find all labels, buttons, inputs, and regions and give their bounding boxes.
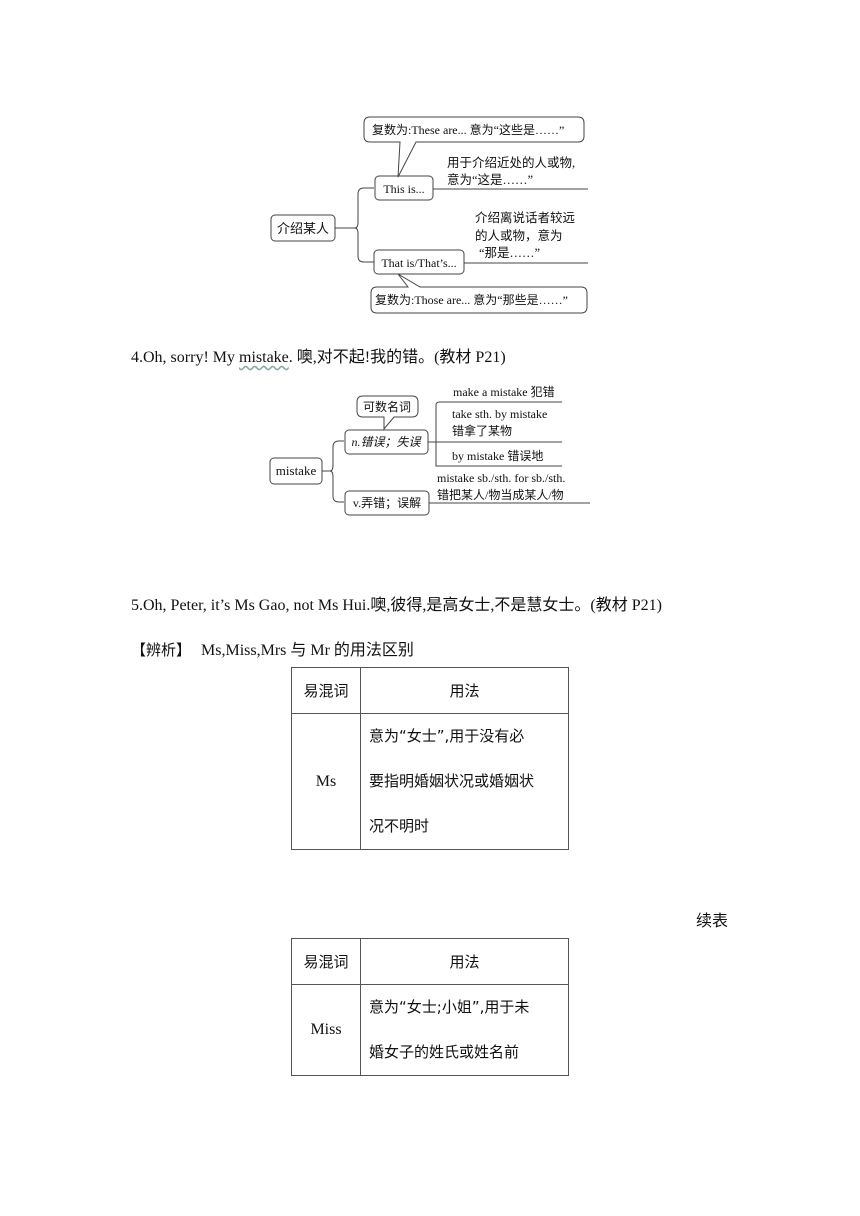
this-note-1: 用于介绍近处的人或物, — [447, 155, 575, 170]
that-note-2: 的人或物，意为 — [475, 228, 563, 243]
item-4-underlined-word: mistake — [239, 349, 289, 366]
usage-cell-miss: 意为“女士;小姐”,用于未 婚女子的姓氏或姓名前 — [360, 984, 569, 1076]
word-cell-miss: Miss — [291, 984, 361, 1076]
that-note-3: “那是……” — [479, 246, 540, 260]
header-word: 易混词 — [291, 667, 361, 714]
word-cell-ms: Ms — [291, 713, 361, 850]
header-usage: 用法 — [360, 667, 569, 714]
phrase-make-a-mistake: make a mistake 犯错 — [453, 385, 555, 399]
header-word: 易混词 — [291, 938, 361, 985]
mistake-diagram: mistake 可数名词 n.错误；失误 v.弄错；误解 make a mist… — [269, 385, 590, 516]
usage-line: 意为“女士;小姐”,用于未 — [369, 998, 530, 1016]
item-4-prefix: 4.Oh, sorry! My — [131, 349, 239, 366]
usage-cell-ms: 意为“女士”,用于没有必 要指明婚姻状况或婚姻状 况不明时 — [360, 713, 569, 850]
analysis-text: Ms,Miss,Mrs 与 Mr 的用法区别 — [201, 642, 414, 659]
usage-line: 意为“女士”,用于没有必 — [369, 727, 525, 745]
verb-label: v.弄错；误解 — [353, 496, 421, 510]
phrase-mistake-for: mistake sb./sth. for sb./sth. — [437, 471, 565, 485]
analysis-bracket: 【辨析】 — [131, 641, 192, 659]
continued-label: 续表 — [696, 911, 729, 930]
mistake-root-label: mistake — [276, 463, 317, 478]
phrase-take-by-mistake: take sth. by mistake — [452, 407, 547, 421]
usage-table-ms: 易混词 用法 Ms 意为“女士”,用于没有必 要指明婚姻状况或婚姻状 况不明时 — [291, 667, 569, 850]
usage-line: 婚女子的姓氏或姓名前 — [369, 1043, 520, 1061]
this-is-label: This is... — [383, 182, 424, 196]
table-header-row: 易混词 用法 — [291, 667, 569, 714]
root-label: 介绍某人 — [277, 221, 329, 236]
phrase-take-by-mistake-cn: 错拿了某物 — [452, 423, 512, 438]
phrase-mistake-for-cn: 错把某人/物当成某人/物 — [437, 488, 564, 502]
usage-line: 要指明婚姻状况或婚姻状 — [369, 772, 535, 790]
table-row: Miss 意为“女士;小姐”,用于未 婚女子的姓氏或姓名前 — [291, 984, 569, 1076]
that-is-label: That is/That’s... — [381, 256, 456, 270]
item-4-sentence: 4.Oh, sorry! My mistake. 噢,对不起!我的错。(教材 P… — [131, 343, 506, 367]
item-5-sentence: 5.Oh, Peter, it’s Ms Gao, not Ms Hui.噢,彼… — [131, 597, 662, 614]
table-row: Ms 意为“女士”,用于没有必 要指明婚姻状况或婚姻状 况不明时 — [291, 713, 569, 850]
that-note-1: 介绍离说话者较远 — [475, 210, 576, 225]
this-plural-label: 复数为:These are... 意为“这些是……” — [372, 122, 564, 137]
usage-table-miss: 易混词 用法 Miss 意为“女士;小姐”,用于未 婚女子的姓氏或姓名前 — [291, 938, 569, 1076]
noun-label: n.错误；失误 — [351, 435, 422, 449]
header-usage: 用法 — [360, 938, 569, 985]
usage-line: 况不明时 — [369, 817, 430, 835]
countable-label: 可数名词 — [363, 399, 411, 414]
table-header-row: 易混词 用法 — [291, 938, 569, 985]
intro-diagram: 介绍某人 This is... That is/That’s... 复数为:Th… — [270, 116, 588, 314]
phrase-by-mistake: by mistake 错误地 — [452, 449, 543, 463]
that-plural-label: 复数为:Those are... 意为“那些是……” — [375, 292, 568, 307]
analysis-heading: 【辨析】 Ms,Miss,Mrs 与 Mr 的用法区别 — [131, 636, 414, 660]
this-note-2: 意为“这是……” — [447, 172, 533, 187]
item-4-suffix: . 噢,对不起!我的错。(教材 P21) — [288, 349, 506, 366]
